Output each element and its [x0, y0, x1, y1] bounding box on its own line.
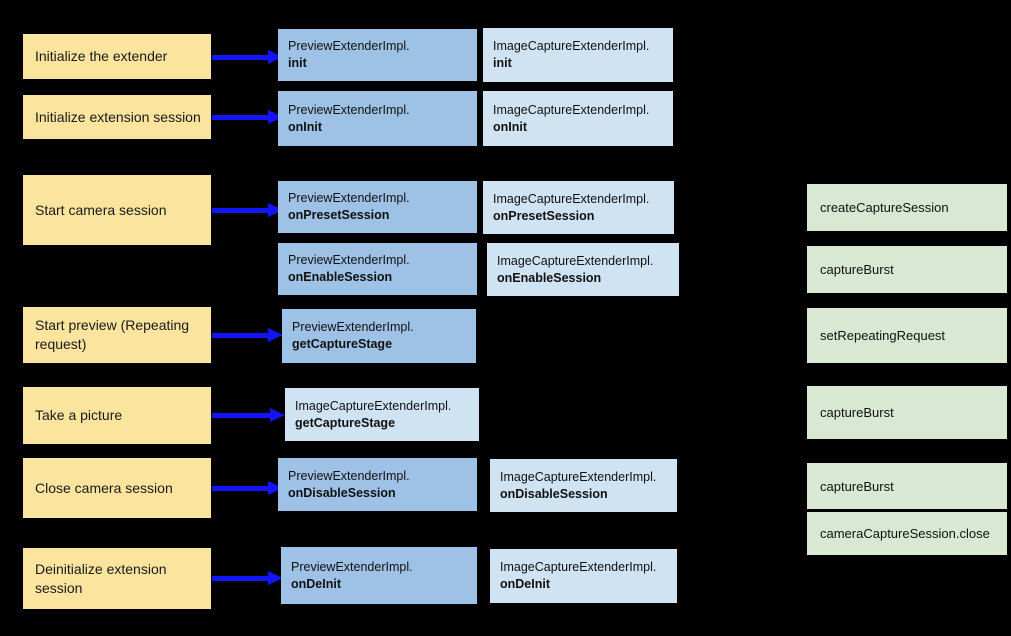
method-name-label: onInit	[288, 119, 323, 134]
flow-arrow-3	[212, 203, 283, 217]
method-box-preview-getcapturestage: PreviewExtenderImpl. getCaptureStage	[282, 309, 476, 363]
action-box-initialize-extension-session: Initialize extension session	[23, 95, 211, 139]
action-label: Deinitialize extension session	[35, 560, 167, 596]
action-box-initialize-extender: Initialize the extender	[23, 34, 211, 79]
method-class-label: PreviewExtenderImpl.	[292, 320, 414, 334]
method-name-label: onDisableSession	[500, 486, 608, 501]
method-name-label: onInit	[493, 119, 528, 134]
camera2-call-box-createcapturesession: createCaptureSession	[807, 184, 1007, 231]
method-class-label: ImageCaptureExtenderImpl.	[295, 398, 452, 413]
flow-arrow-5	[212, 408, 285, 422]
camera2-call-box-captureburst-2: captureBurst	[807, 386, 1007, 439]
action-label: Start camera session	[35, 201, 167, 218]
flow-arrow-6	[212, 481, 283, 495]
action-box-deinitialize-extension-session: Deinitialize extension session	[23, 548, 211, 609]
method-box-imagecapture-getcapturestage: ImageCaptureExtenderImpl. getCaptureStag…	[285, 388, 479, 441]
method-name-label: getCaptureStage	[295, 415, 396, 430]
method-name-label: onEnableSession	[497, 270, 602, 285]
method-box-preview-onenablesession: PreviewExtenderImpl. onEnableSession	[278, 243, 477, 295]
action-box-start-camera-session: Start camera session	[23, 175, 211, 245]
flow-arrow-7	[212, 571, 283, 585]
method-name-label: onDeInit	[291, 576, 341, 591]
method-box-preview-ondeinit: PreviewExtenderImpl. onDeInit	[281, 547, 477, 604]
camera2-call-label: setRepeatingRequest	[820, 328, 946, 343]
camera2-call-label: captureBurst	[820, 262, 894, 277]
flow-arrow-4	[212, 328, 283, 342]
method-class-label: ImageCaptureExtenderImpl.	[493, 191, 650, 206]
method-box-imagecapture-onenablesession: ImageCaptureExtenderImpl. onEnableSessio…	[487, 243, 679, 296]
action-box-take-a-picture: Take a picture	[23, 387, 211, 444]
method-class-label: ImageCaptureExtenderImpl.	[500, 469, 657, 484]
camera2-call-label: captureBurst	[820, 405, 894, 420]
camera2-call-box-setrepeatingrequest: setRepeatingRequest	[807, 308, 1007, 363]
method-class-label: PreviewExtenderImpl.	[288, 39, 410, 53]
action-label: Initialize extension session	[35, 108, 201, 125]
method-box-preview-init: PreviewExtenderImpl. init	[278, 29, 477, 81]
method-name-label: onDeInit	[500, 577, 550, 591]
flow-arrow-2	[212, 110, 283, 124]
method-class-label: ImageCaptureExtenderImpl.	[493, 102, 650, 117]
method-box-imagecapture-ondisablesession: ImageCaptureExtenderImpl. onDisableSessi…	[490, 459, 677, 512]
camera2-call-box-captureburst-3: captureBurst	[807, 463, 1007, 509]
method-box-imagecapture-onpresetsession: ImageCaptureExtenderImpl. onPresetSessio…	[483, 181, 674, 234]
camera2-call-box-cameracapturesession-close: cameraCaptureSession.close	[807, 512, 1007, 555]
action-label: Take a picture	[35, 407, 123, 423]
method-class-label: PreviewExtenderImpl.	[288, 102, 410, 117]
method-box-imagecapture-ondeinit: ImageCaptureExtenderImpl. onDeInit	[490, 549, 677, 603]
method-class-label: PreviewExtenderImpl.	[288, 191, 410, 205]
camera2-call-label: createCaptureSession	[820, 200, 949, 215]
method-box-preview-oninit: PreviewExtenderImpl. onInit	[278, 91, 477, 146]
method-class-label: ImageCaptureExtenderImpl.	[500, 560, 657, 574]
method-box-imagecapture-init: ImageCaptureExtenderImpl. init	[483, 28, 673, 82]
method-class-label: PreviewExtenderImpl.	[288, 468, 410, 483]
method-class-label: ImageCaptureExtenderImpl.	[497, 253, 654, 268]
method-class-label: PreviewExtenderImpl.	[288, 253, 410, 267]
method-name-label: onEnableSession	[288, 270, 393, 284]
method-name-label: onPresetSession	[493, 208, 595, 223]
method-name-label: onDisableSession	[288, 485, 396, 500]
method-name-label: init	[493, 56, 512, 70]
action-label: Initialize the extender	[35, 48, 168, 64]
camera2-call-box-captureburst-1: captureBurst	[807, 246, 1007, 293]
method-box-preview-onpresetsession: PreviewExtenderImpl. onPresetSession	[278, 181, 477, 233]
action-box-start-preview: Start preview (Repeating request)	[23, 307, 211, 363]
action-label: Close camera session	[35, 479, 173, 496]
method-name-label: getCaptureStage	[292, 337, 393, 351]
camera2-call-label: captureBurst	[820, 478, 894, 494]
action-label: Start preview (Repeating request)	[35, 317, 190, 352]
flow-arrow-1	[212, 50, 283, 64]
method-class-label: ImageCaptureExtenderImpl.	[493, 39, 650, 53]
camera2-call-label: cameraCaptureSession.close	[820, 526, 990, 541]
method-name-label: init	[288, 56, 307, 70]
action-box-close-camera-session: Close camera session	[23, 458, 211, 518]
method-class-label: PreviewExtenderImpl.	[291, 559, 413, 574]
method-box-imagecapture-oninit: ImageCaptureExtenderImpl. onInit	[483, 91, 673, 146]
method-name-label: onPresetSession	[288, 208, 390, 222]
method-box-preview-ondisablesession: PreviewExtenderImpl. onDisableSession	[278, 458, 477, 511]
